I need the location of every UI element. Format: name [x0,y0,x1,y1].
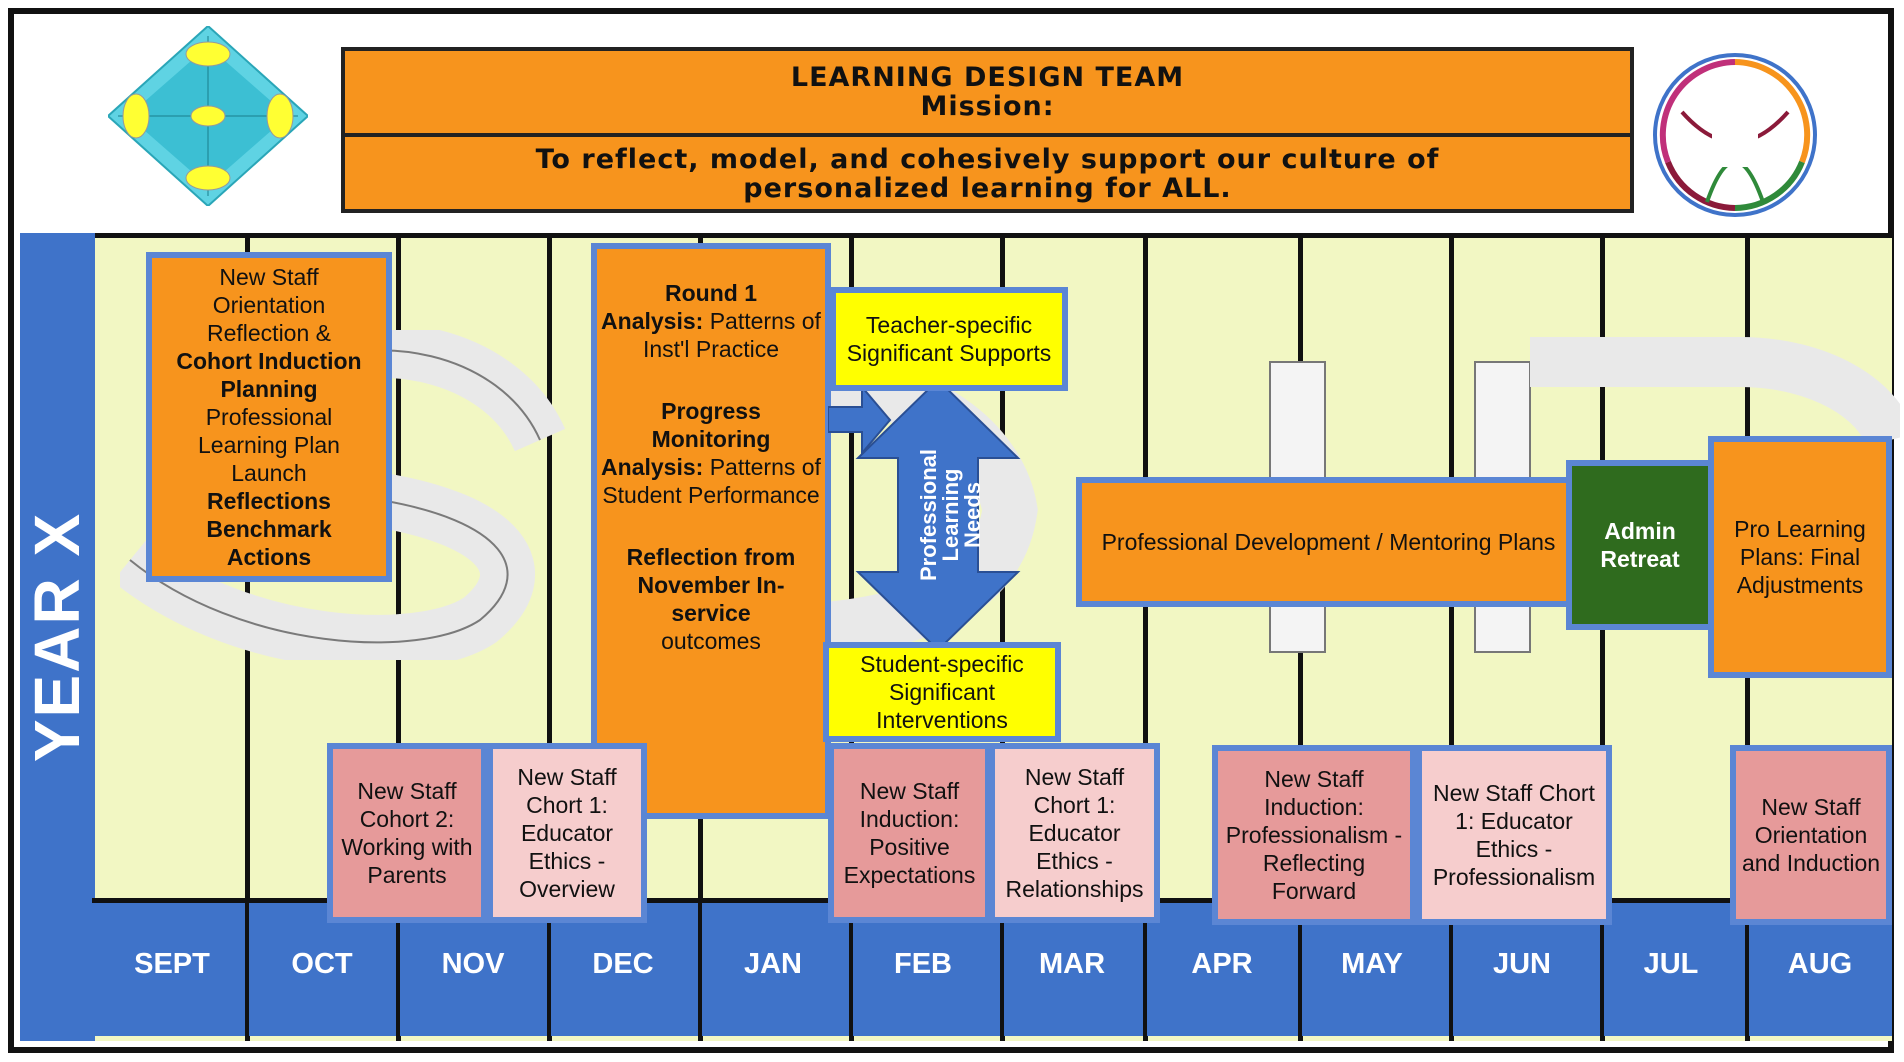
progress-title: Progress Monitoring [651,398,771,452]
progress-text: Patterns of Student Performance [602,454,821,508]
month-divider [1000,898,1004,1038]
pd-mentoring-plans-box: Professional Development / Mentoring Pla… [1076,477,1581,607]
month-divider [396,898,400,1038]
month-nov: NOV [441,948,505,980]
banner-mission: To reflect, model, and cohesively suppor… [345,135,1630,213]
month-jun: JUN [1492,948,1551,980]
month-divider [698,898,702,1038]
progress-block: Progress Monitoring Analysis: Patterns o… [601,397,821,509]
professional-learning-needs-label: Professional Learning Needs [916,448,985,582]
month-aug: AUG [1787,948,1853,980]
induction-professionalism-text: New Staff Induction: Professionalism - R… [1225,766,1403,904]
orientation-line: Reflections [207,488,331,514]
admin-retreat-box: Admin Retreat [1566,460,1714,630]
pro-learning-text: Pro Learning Plans: Final Adjustments [1734,516,1866,598]
cohort2-text: New Staff Cohort 2: Working with Parents [341,778,473,888]
chort1-relationships-box: New Staff Chort 1: Educator Ethics - Rel… [989,743,1160,923]
month-sept: SEPT [134,948,210,980]
banner-title-line2: Mission: [920,91,1055,122]
learning-environment-logo [1653,53,1817,217]
analysis-column-box: Round 1 Analysis: Patterns of Inst'l Pra… [591,243,831,819]
month-apr: APR [1191,948,1253,980]
teacher-supports-text: Teacher-specific Significant Supports [846,312,1052,366]
induction-positive-text: New Staff Induction: Positive Expectatio… [843,778,976,888]
month-divider [1449,898,1453,1038]
reflection-title: Reflection from November In-service [626,544,796,626]
month-jul: JUL [1643,948,1699,980]
cohort2-parents-box: New Staff Cohort 2: Working with Parents [327,743,487,923]
student-interventions-box: Student-specific Significant Interventio… [823,642,1061,742]
month-divider [1600,898,1604,1038]
progress-analysis-label: Analysis: [601,454,704,480]
grid-line [547,233,552,1041]
orientation-line: Cohort Induction [176,348,362,374]
reflection-block: Reflection from November In-service outc… [601,543,821,655]
chort1-professionalism-box: New Staff Chort 1: Educator Ethics - Pro… [1416,745,1612,925]
month-divider [849,898,853,1038]
pd-plans-text: Professional Development / Mentoring Pla… [1101,529,1556,555]
month-oct: OCT [291,948,353,980]
double-arrow-graphic [828,380,1021,650]
month-divider [1298,898,1302,1038]
round1-title: Round 1 [665,280,757,306]
grid-line [1600,233,1605,1041]
chort1-overview-text: New Staff Chort 1: Educator Ethics - Ove… [517,764,617,902]
banner-title-line1: LEARNING DESIGN TEAM [790,62,1185,93]
chort1-overview-box: New Staff Chort 1: Educator Ethics - Ove… [487,743,647,923]
month-divider [1745,898,1749,1038]
grid-line [1000,233,1005,1041]
grid-line [1449,233,1454,1041]
orientation-line: Benchmark [206,516,332,542]
month-jan: JAN [743,948,802,980]
month-dec: DEC [592,948,654,980]
month-may: MAY [1341,948,1403,980]
month-mar: MAR [1038,948,1106,980]
orientation-induction-text: New Staff Orientation and Induction [1741,794,1881,876]
chort1-relationships-text: New Staff Chort 1: Educator Ethics - Rel… [1005,764,1144,902]
mission-line1: To reflect, model, and cohesively suppor… [535,144,1440,175]
orientation-line: Orientation [212,292,326,318]
diamond-logo [108,26,308,206]
orientation-line: Launch [231,460,307,486]
month-divider [1143,898,1147,1038]
grid-line [1143,233,1148,1041]
induction-professionalism-box: New Staff Induction: Professionalism - R… [1212,745,1416,925]
orientation-line: Reflection & [206,320,331,346]
mission-banner: LEARNING DESIGN TEAM Mission: To reflect… [341,47,1634,213]
orientation-line: Learning Plan [198,432,340,458]
grid-top-line [92,233,1892,238]
pro-learning-plans-box: Pro Learning Plans: Final Adjustments [1708,436,1892,678]
round1-analysis-label: Analysis: [601,308,704,334]
orientation-line: Professional [205,404,333,430]
month-divider [547,898,551,1038]
new-staff-orientation-box: New Staff Orientation Reflection & Cohor… [146,252,392,582]
mission-line2: personalized learning for ALL. [743,173,1232,204]
round1-text: Patterns of Inst'l Practice [642,308,821,362]
round1-block: Round 1 Analysis: Patterns of Inst'l Pra… [601,279,821,363]
orientation-line: Actions [226,544,312,570]
reflection-text: outcomes [661,628,761,654]
orientation-induction-box: New Staff Orientation and Induction [1730,745,1892,925]
year-label-bar: YEAR X [20,233,95,1041]
chort1-professionalism-text: New Staff Chort 1: Educator Ethics - Pro… [1432,780,1596,890]
induction-positive-box: New Staff Induction: Positive Expectatio… [828,743,991,923]
student-interventions-text: Student-specific Significant Interventio… [860,651,1024,733]
teacher-supports-box: Teacher-specific Significant Supports [830,287,1068,391]
year-label: YEAR X [21,511,94,763]
banner-title: LEARNING DESIGN TEAM Mission: [345,51,1630,137]
orientation-line: New Staff [219,264,319,290]
admin-retreat-text: Admin Retreat [1600,518,1680,572]
month-feb: FEB [894,948,952,980]
month-divider [245,898,249,1038]
orientation-line: Planning [220,376,318,402]
